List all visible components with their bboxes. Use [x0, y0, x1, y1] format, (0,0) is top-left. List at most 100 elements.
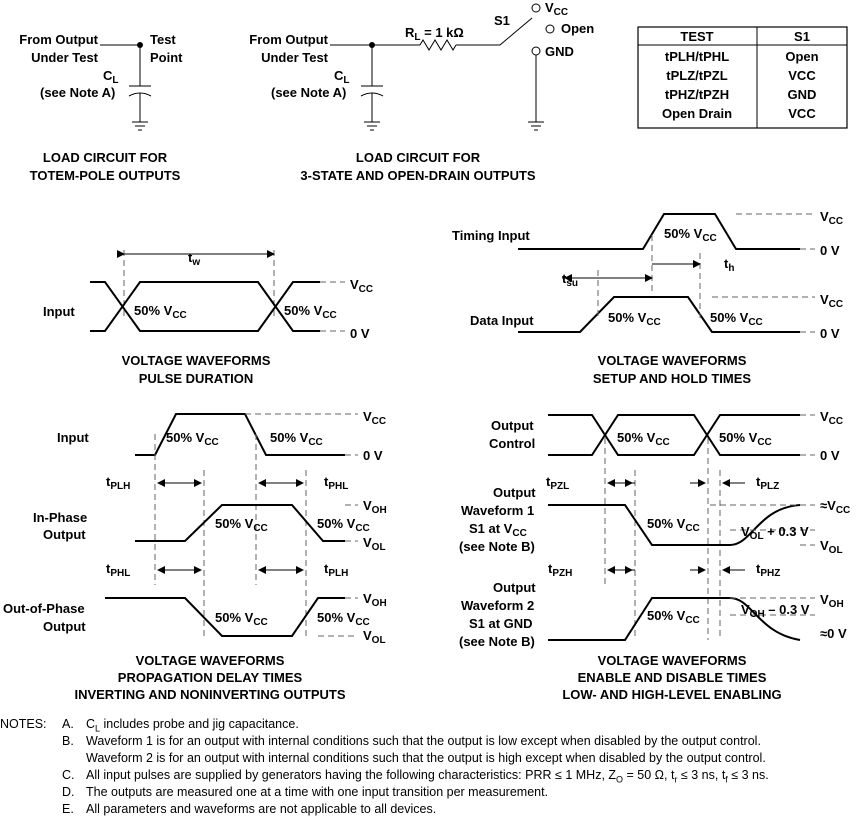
w2-label-c: S1 at GND — [469, 616, 533, 631]
zero-v-label: 0 V — [350, 326, 370, 341]
from-output-label: From Output — [249, 32, 328, 47]
vcc-level-label: VCC — [820, 209, 843, 227]
note-text: The outputs are measured one at a time w… — [86, 785, 549, 799]
data-input-label: Data Input — [470, 313, 534, 328]
input-label: Input — [43, 304, 75, 319]
note-b-cont: Waveform 2 is for an output with interna… — [0, 750, 858, 767]
tphl-label: tPHL — [106, 561, 130, 579]
note-letter: B. — [62, 734, 74, 748]
vol-label: VOL — [820, 538, 843, 556]
fifty-pct-label: 50% VCC — [134, 303, 187, 321]
caption-pulse-2: PULSE DURATION — [139, 371, 254, 386]
voh-label: VOH — [363, 498, 387, 516]
data-input-line — [518, 296, 800, 333]
w2-label-a: Output — [493, 580, 536, 595]
fifty-pct-label: 50% VCC — [166, 430, 219, 448]
waveform-1-line — [548, 504, 801, 546]
pulse-line-low — [90, 281, 320, 332]
tphz-label: tPHZ — [756, 561, 780, 579]
w1-label-c: S1 at VCC — [469, 521, 527, 539]
prop-input-line — [135, 413, 345, 456]
note-text: Waveform 2 is for an output with interna… — [86, 751, 766, 765]
open-terminal-label: Open — [561, 21, 594, 36]
ground-symbol-icon — [364, 121, 380, 131]
test-point-label: Test — [150, 32, 176, 47]
caption-prop-3: INVERTING AND NONINVERTING OUTPUTS — [74, 687, 345, 702]
load-circuit-3-state: From Output Under Test RL = 1 kΩ S1 VCC … — [249, 0, 594, 183]
table-cell: VCC — [788, 68, 816, 83]
note-text: All parameters and waveforms are not app… — [86, 802, 437, 816]
w2-label-b: Waveform 2 — [461, 598, 534, 613]
cl-label: CL — [103, 68, 119, 86]
fifty-pct-label: 50% VCC — [215, 516, 268, 534]
caption-pulse-1: VOLTAGE WAVEFORMS — [122, 353, 271, 368]
see-note-a-label: (see Note A) — [271, 85, 346, 100]
w1-label-d: (see Note B) — [459, 539, 535, 554]
approx-0v-label: ≈0 V — [820, 626, 847, 641]
vcc-terminal-label: VCC — [545, 0, 568, 18]
inphase-label-1: In-Phase — [33, 510, 87, 525]
caption-3state-2: 3-STATE AND OPEN-DRAIN OUTPUTS — [300, 168, 536, 183]
zero-v-label: 0 V — [820, 243, 840, 258]
load-circuit-totem-pole: From Output Under Test Test Point CL (se… — [19, 32, 183, 183]
cl-label: CL — [334, 68, 350, 86]
tphl-label: tPHL — [324, 474, 348, 492]
prop-input-label: Input — [57, 430, 89, 445]
fifty-pct-label: 50% VCC — [647, 608, 700, 626]
tsu-label: tsu — [562, 271, 578, 289]
fifty-pct-label: 50% VCC — [215, 610, 268, 628]
w2-label-d: (see Note B) — [459, 634, 535, 649]
zero-v-label: 0 V — [820, 448, 840, 463]
outphase-output-line — [105, 597, 345, 637]
waveform-2-line — [548, 597, 801, 641]
note-letter: E. — [62, 802, 74, 816]
table-header-test: TEST — [680, 29, 713, 44]
inphase-label-2: Output — [43, 527, 86, 542]
test-table: TEST S1 tPLH/tPHL Open tPLZ/tPZL VCC tPH… — [637, 26, 848, 129]
switch-s1-icon — [499, 17, 533, 46]
table-cell: Open — [785, 49, 818, 64]
pulse-duration-waveform: tw Input 50% VCC 50% VCC VCC 0 V VOLTAGE… — [43, 250, 373, 386]
output-control-line-b — [548, 414, 800, 456]
note-letter: A. — [62, 717, 74, 731]
enable-disable-waveform: Output Control Output Waveform 1 S1 at V… — [459, 409, 850, 702]
caption-totem-1: LOAD CIRCUIT FOR — [43, 150, 168, 165]
fifty-pct-label: 50% VCC — [317, 516, 370, 534]
vcc-level-label: VCC — [350, 277, 373, 295]
caption-totem-2: TOTEM-POLE OUTPUTS — [30, 168, 181, 183]
table-header-s1: S1 — [794, 29, 810, 44]
gnd-terminal-label: GND — [545, 44, 574, 59]
approx-vcc-label: ≈VCC — [820, 498, 850, 516]
under-test-label: Under Test — [31, 50, 99, 65]
caption-prop-2: PROPAGATION DELAY TIMES — [118, 670, 303, 685]
table-cell: tPLH/tPHL — [665, 49, 729, 64]
note-a: NOTES: A. CL includes probe and jig capa… — [0, 716, 858, 734]
fifty-pct-label: 50% VCC — [617, 430, 670, 448]
fifty-pct-label: 50% VCC — [608, 310, 661, 328]
under-test-label: Under Test — [261, 50, 329, 65]
note-text: All input pulses are supplied by generat… — [86, 768, 769, 785]
voh-minus-label: VOH – 0.3 V — [741, 602, 810, 620]
ground-symbol-icon — [132, 121, 148, 131]
table-cell: VCC — [788, 106, 816, 121]
setup-hold-waveform: Timing Input Data Input 50% VCC 50% VCC … — [452, 209, 843, 386]
tpzh-label: tPZH — [548, 561, 572, 579]
timing-input-line — [518, 213, 800, 250]
th-label: th — [724, 256, 734, 274]
voh-label: VOH — [820, 592, 844, 610]
fifty-pct-label: 50% VCC — [317, 610, 370, 628]
fifty-pct-label: 50% VCC — [719, 430, 772, 448]
fifty-pct-label: 50% VCC — [664, 226, 717, 244]
vol-plus-label: VOL + 0.3 V — [741, 524, 809, 542]
outphase-label-2: Output — [43, 619, 86, 634]
vol-label: VOL — [363, 628, 386, 646]
note-letter: C. — [62, 768, 75, 782]
table-cell: GND — [788, 87, 817, 102]
table-cell: tPHZ/tPZH — [665, 87, 729, 102]
tplh-label: tPLH — [324, 561, 348, 579]
tpzl-label: tPZL — [546, 474, 569, 492]
fifty-pct-label: 50% VCC — [647, 516, 700, 534]
output-control-line-a — [548, 414, 800, 456]
notes-section: NOTES: A. CL includes probe and jig capa… — [0, 716, 858, 818]
